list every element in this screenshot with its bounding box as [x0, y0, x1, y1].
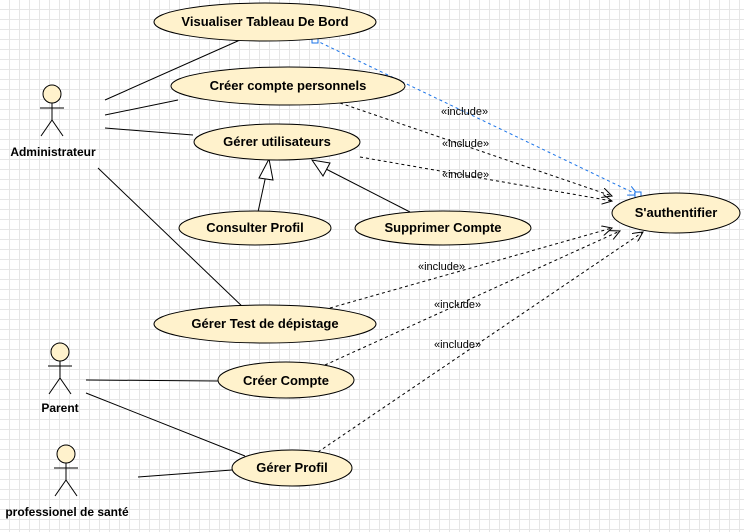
gen-delete-account-arrowhead: [310, 159, 331, 177]
usecase-gerer-utilisateurs[interactable]: Gérer utilisateurs: [193, 123, 361, 161]
include-label: «include»: [434, 339, 481, 351]
gen-view-profile-line[interactable]: [257, 174, 267, 213]
assoc-admin-create-staff[interactable]: [104, 99, 179, 116]
use-cases: Visualiser Tableau De Bord Créer compte …: [153, 2, 741, 487]
actor-head: [56, 444, 76, 464]
usecase-label: Créer compte personnels: [210, 78, 367, 93]
include-label: «include»: [442, 169, 489, 181]
actor-parent[interactable]: Parent: [41, 342, 79, 415]
usecase-gerer-test-de-depistage[interactable]: Gérer Test de dépistage: [153, 304, 377, 344]
usecase-creer-compte-personnels[interactable]: Créer compte personnels: [170, 66, 406, 106]
assoc-admin-dashboard[interactable]: [104, 39, 241, 101]
generalizations: [257, 157, 411, 213]
assoc-admin-screening[interactable]: [97, 167, 247, 311]
include-label: «include»: [418, 261, 465, 273]
associations: [85, 39, 247, 478]
usecase-visualiser-tableau-de-bord[interactable]: Visualiser Tableau De Bord: [153, 2, 377, 42]
usecase-supprimer-compte[interactable]: Supprimer Compte: [354, 210, 532, 246]
assoc-parent-create-account[interactable]: [85, 379, 219, 382]
include-screening-auth[interactable]: [329, 228, 612, 309]
usecase-label: Gérer Test de dépistage: [191, 316, 338, 331]
include-label: «include»: [434, 299, 481, 311]
actor-label: Administrateur: [10, 145, 96, 159]
actor-professionel-de-sante[interactable]: professionel de santé: [5, 444, 129, 519]
usecase-gerer-profil[interactable]: Gérer Profil: [231, 449, 353, 487]
actor-label: Parent: [41, 401, 78, 415]
usecase-label: Gérer utilisateurs: [223, 134, 331, 149]
assoc-admin-manage-users[interactable]: [104, 127, 194, 136]
include-create-account-auth[interactable]: [324, 231, 620, 366]
actor-head: [50, 342, 70, 362]
assoc-pro-manage-profile[interactable]: [137, 469, 233, 478]
usecase-creer-compte[interactable]: Créer Compte: [217, 361, 355, 399]
usecase-label: Visualiser Tableau De Bord: [181, 14, 348, 29]
usecase-label: Créer Compte: [243, 373, 329, 388]
assoc-parent-manage-profile[interactable]: [85, 392, 246, 457]
usecase-consulter-profil[interactable]: Consulter Profil: [178, 210, 332, 246]
usecase-label: S'authentifier: [635, 205, 718, 220]
usecase-label: Gérer Profil: [256, 460, 328, 475]
include-label: «include»: [442, 138, 489, 150]
usecase-label: Consulter Profil: [206, 220, 304, 235]
usecase-s-authentifier[interactable]: S'authentifier: [611, 192, 741, 234]
gen-view-profile-arrowhead: [258, 157, 274, 181]
include-dependencies: [314, 39, 643, 453]
include-manage-users-auth[interactable]: [359, 156, 612, 201]
actor-label: professionel de santé: [5, 505, 129, 519]
usecase-label: Supprimer Compte: [384, 220, 501, 235]
actor-administrateur[interactable]: Administrateur: [10, 84, 96, 159]
actor-head: [42, 84, 62, 104]
include-label: «include»: [441, 106, 488, 118]
include-labels: «include» «include» «include» «include» …: [418, 106, 489, 351]
gen-delete-account-line[interactable]: [325, 168, 411, 213]
